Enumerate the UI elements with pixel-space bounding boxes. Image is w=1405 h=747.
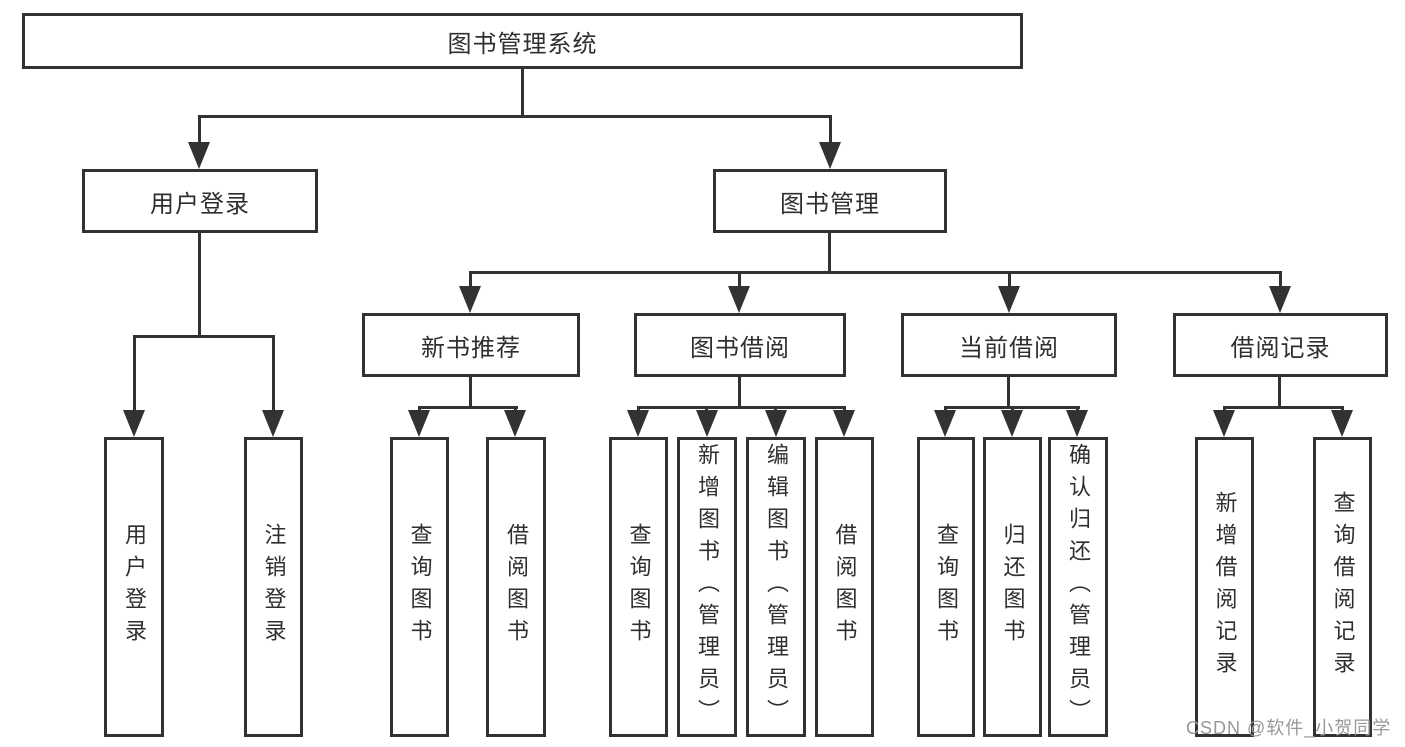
connector-root-drop-right [829, 115, 832, 145]
arrow-down-icon [998, 286, 1020, 313]
arrow-down-icon [123, 410, 145, 437]
connector-user-login-trunk [198, 232, 201, 338]
node-user-login: 用户登录 [82, 169, 318, 233]
connector-user-login-drop-left [133, 335, 136, 413]
arrow-down-icon [188, 142, 210, 169]
leaf-newbook-borrow-books: 借阅图书 [486, 437, 546, 737]
arrow-down-icon [819, 142, 841, 169]
leaf-borrow-add-books-admin-label: 新增图书（管理员） [695, 443, 720, 731]
connector-book-management-trunk [828, 231, 831, 273]
connector-root-trunk [521, 67, 524, 117]
leaf-borrow-borrow-books: 借阅图书 [815, 437, 874, 737]
connector-book-management-branch [469, 271, 1282, 274]
arrow-down-icon [1001, 410, 1023, 437]
arrow-down-icon [1331, 410, 1353, 437]
leaf-borrow-query-books: 查询图书 [609, 437, 668, 737]
leaf-records-add-record-label: 新增借阅记录 [1212, 491, 1238, 683]
leaf-user-login-label: 用户登录 [122, 523, 147, 651]
arrow-down-icon [1066, 410, 1088, 437]
leaf-current-confirm-return-admin-label: 确认归还（管理员） [1066, 443, 1091, 731]
connector-book-management-drop-1 [469, 271, 472, 288]
node-library-management-system: 图书管理系统 [22, 13, 1023, 69]
arrow-down-icon [1213, 410, 1235, 437]
connector-book-management-drop-4 [1279, 271, 1282, 288]
node-book-borrow: 图书借阅 [634, 313, 846, 377]
connector-current-borrow-trunk [1007, 375, 1010, 409]
node-user-login-label: 用户登录 [150, 190, 250, 218]
connector-root-drop-left [198, 115, 201, 145]
node-library-management-system-label: 图书管理系统 [447, 30, 598, 58]
connector-book-management-drop-3 [1008, 271, 1011, 288]
node-borrow-records: 借阅记录 [1173, 313, 1388, 377]
leaf-records-query-record-label: 查询借阅记录 [1330, 491, 1356, 683]
node-book-borrow-label: 图书借阅 [690, 334, 790, 362]
arrow-down-icon [262, 410, 284, 437]
leaf-newbook-borrow-books-label: 借阅图书 [504, 523, 529, 651]
leaf-current-query-books-label: 查询图书 [934, 523, 959, 651]
arrow-down-icon [833, 410, 855, 437]
connector-user-login-drop-right [272, 335, 275, 413]
node-current-borrow-label: 当前借阅 [959, 334, 1059, 362]
arrow-down-icon [696, 410, 718, 437]
arrow-down-icon [728, 286, 750, 313]
node-book-management: 图书管理 [713, 169, 947, 233]
connector-borrow-records-branch [1223, 406, 1344, 409]
connector-root-branch [198, 115, 832, 118]
leaf-borrow-add-books-admin: 新增图书（管理员） [677, 437, 737, 737]
arrow-down-icon [934, 410, 956, 437]
connector-book-management-drop-2 [738, 271, 741, 288]
node-borrow-records-label: 借阅记录 [1230, 334, 1331, 362]
leaf-borrow-borrow-books-label: 借阅图书 [832, 523, 858, 651]
leaf-logout: 注销登录 [244, 437, 303, 737]
leaf-borrow-edit-books-admin-label: 编辑图书（管理员） [764, 443, 789, 731]
leaf-current-return-books: 归还图书 [983, 437, 1042, 737]
connector-book-borrow-trunk [738, 375, 741, 409]
arrow-down-icon [504, 410, 526, 437]
connector-new-book-trunk [469, 375, 472, 409]
connector-new-book-branch [418, 406, 518, 409]
connector-book-borrow-branch [637, 406, 846, 409]
leaf-current-confirm-return-admin: 确认归还（管理员） [1048, 437, 1108, 737]
leaf-newbook-query-books-label: 查询图书 [407, 523, 433, 651]
watermark: CSDN @软件_小贺同学 [1186, 718, 1392, 738]
leaf-borrow-query-books-label: 查询图书 [626, 523, 652, 651]
leaf-user-login: 用户登录 [104, 437, 164, 737]
leaf-logout-label: 注销登录 [261, 523, 287, 651]
arrow-down-icon [627, 410, 649, 437]
node-current-borrow: 当前借阅 [901, 313, 1117, 377]
connector-borrow-records-trunk [1278, 375, 1281, 409]
leaf-current-return-books-label: 归还图书 [1000, 523, 1026, 651]
arrow-down-icon [408, 410, 430, 437]
leaf-borrow-edit-books-admin: 编辑图书（管理员） [746, 437, 806, 737]
node-new-book-recommend-label: 新书推荐 [421, 334, 521, 362]
leaf-current-query-books: 查询图书 [917, 437, 975, 737]
leaf-newbook-query-books: 查询图书 [390, 437, 449, 737]
leaf-records-query-record: 查询借阅记录 [1313, 437, 1372, 737]
connector-user-login-branch [133, 335, 275, 338]
arrow-down-icon [459, 286, 481, 313]
leaf-records-add-record: 新增借阅记录 [1195, 437, 1254, 737]
node-book-management-label: 图书管理 [780, 190, 880, 218]
arrow-down-icon [765, 410, 787, 437]
arrow-down-icon [1269, 286, 1291, 313]
node-new-book-recommend: 新书推荐 [362, 313, 580, 377]
